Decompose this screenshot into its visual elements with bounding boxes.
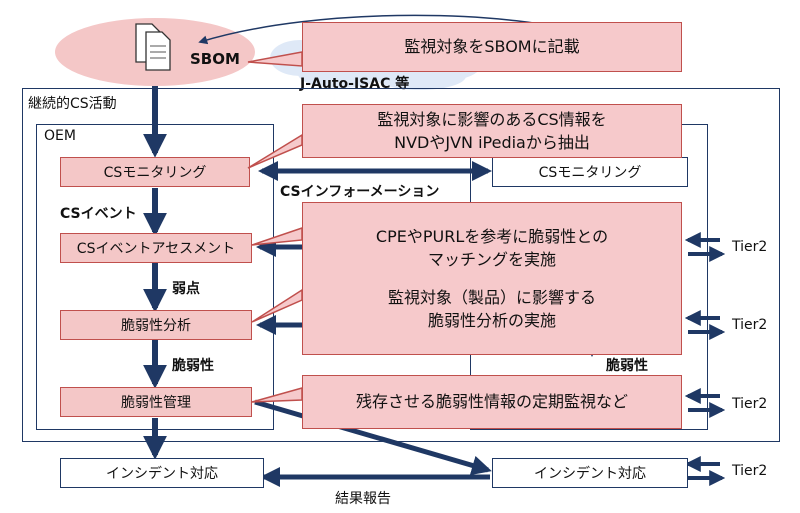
callout-2-pointer	[247, 133, 303, 169]
tier2-label: Tier2	[732, 317, 768, 333]
oem-cs-monitoring-box: CSモニタリング	[60, 157, 250, 187]
arrow-management-to-supplier-incident	[254, 399, 492, 476]
tier2-label: Tier2	[732, 396, 768, 412]
callout-3b-pointer	[251, 288, 303, 323]
result-report-label: 結果報告	[335, 491, 391, 507]
vuln-management-box: 脆弱性管理	[60, 387, 252, 417]
cs-information-label: CSインフォーメーション	[280, 184, 440, 200]
callout-text-line: マッチングを実施	[427, 250, 556, 270]
document-icon	[135, 23, 171, 71]
callout-text-line: CPEやPURLを参考に脆弱性との	[375, 227, 609, 247]
callout-3a-pointer	[251, 226, 303, 246]
sbom-label: SBOM	[190, 50, 240, 68]
supplier-incident-box: インシデント対応	[492, 458, 688, 488]
callout-matching-analysis: CPEやPURLを参考に脆弱性との マッチングを実施 監視対象（製品）に影響する…	[302, 202, 682, 355]
tier2-label: Tier2	[732, 239, 768, 255]
callout-cs-extraction: 監視対象に影響のあるCS情報を NVDやJVN iPediaから抽出	[302, 104, 682, 158]
oem-vuln-label: 脆弱性	[172, 358, 214, 374]
continuous-cs-title: 継続的CS活動	[28, 93, 117, 113]
oem-title: OEM	[44, 128, 76, 144]
continuous-cs-frame	[22, 88, 780, 442]
callout-1-pointer	[247, 51, 303, 67]
callout-text-line: 残存させる脆弱性情報の定期監視など	[355, 392, 628, 412]
oem-incident-box: インシデント対応	[60, 458, 264, 488]
tier2-arrows	[684, 232, 726, 486]
supplier-vuln-label: 脆弱性	[606, 358, 648, 374]
oem-frame	[36, 124, 274, 430]
callout-sbom-text: 監視対象をSBOMに記載	[404, 37, 580, 57]
weakness-label: 弱点	[172, 281, 200, 297]
cs-event-label: CSイベント	[60, 206, 137, 222]
callout-text-line: NVDやJVN iPediaから抽出	[394, 133, 590, 152]
callout-sbom: 監視対象をSBOMに記載	[302, 22, 682, 72]
callout-text-line: 脆弱性分析の実施	[427, 310, 556, 330]
callout-4-pointer	[251, 387, 303, 403]
callout-monitoring-remaining: 残存させる脆弱性情報の定期監視など	[302, 375, 682, 429]
vuln-analysis-box: 脆弱性分析	[60, 310, 252, 340]
callout-text-line: 監視対象に影響のあるCS情報を	[377, 109, 607, 129]
callout-text-line: 監視対象（製品）に影響する	[387, 287, 596, 307]
cs-event-assessment-box: CSイベントアセスメント	[60, 233, 252, 263]
tier2-label: Tier2	[732, 463, 768, 479]
